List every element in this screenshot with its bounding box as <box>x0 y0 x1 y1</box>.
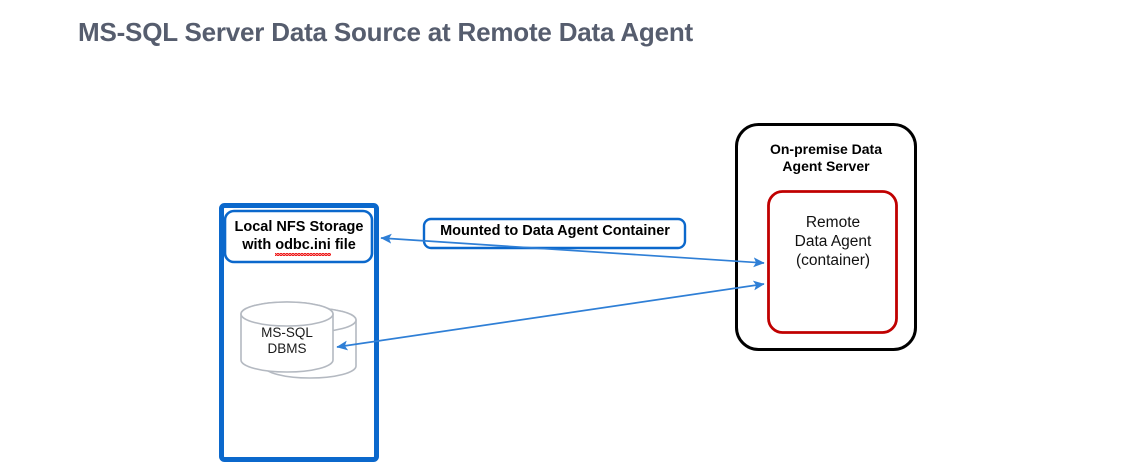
nfs-storage-label: Local NFS Storage with odbc.ini file <box>228 219 370 257</box>
ms-sql-dbms-label-line2: DBMS <box>267 341 307 357</box>
remote-data-agent-box <box>767 190 898 334</box>
remote-data-agent-label: Remote Data Agent (container) <box>772 214 894 271</box>
ms-sql-dbms-label-line1: MS-SQL <box>261 325 313 340</box>
nfs-storage-box <box>223 209 374 264</box>
page-title: MS-SQL Server Data Source at Remote Data… <box>78 17 693 47</box>
nfs-storage-label-line1: Local NFS Storage <box>234 219 364 235</box>
on-premise-server-label-line2: Agent Server <box>782 158 870 175</box>
mounted-note-label: Mounted to Data Agent Container <box>440 223 670 239</box>
ms-sql-dbms-label: MS-SQL DBMS <box>245 325 329 358</box>
ms-sql-dbms-cylinder <box>240 301 334 373</box>
on-premise-server-label: On-premise Data Agent Server <box>744 141 908 175</box>
nfs-storage-label-prefix: with <box>242 236 276 253</box>
remote-data-agent-label-line3: (container) <box>795 251 871 269</box>
remote-data-agent-label-line2: Data Agent <box>794 232 872 250</box>
connector-nfs-to-agent <box>380 233 765 268</box>
nfs-storage-label-suffix: file <box>330 236 356 253</box>
odbc-ini-misspelled-text: odbc.ini <box>275 236 331 257</box>
on-premise-server-label-line1: On-premise Data <box>769 141 883 157</box>
connector-dbms-to-agent <box>336 280 765 351</box>
remote-data-agent-label-line1: Remote <box>805 214 861 231</box>
